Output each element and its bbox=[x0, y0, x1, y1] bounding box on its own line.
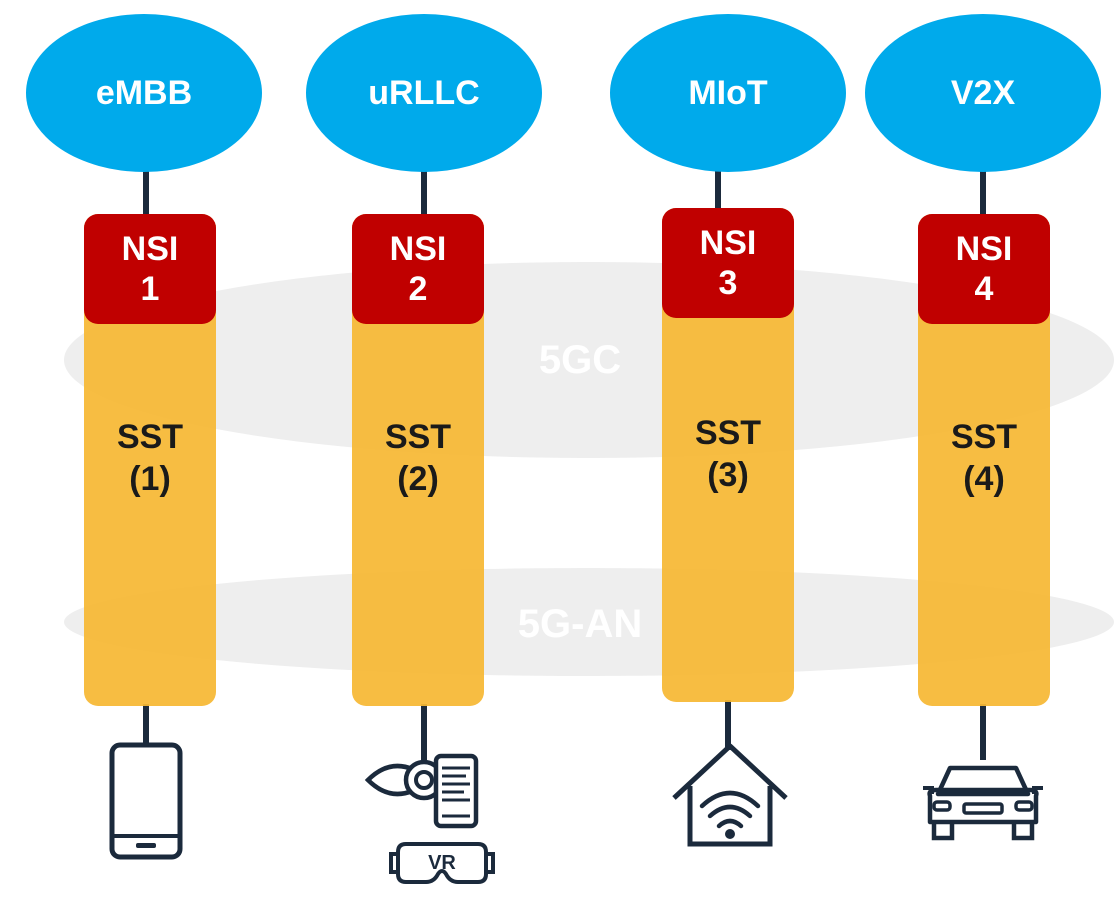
sst-block: SST (2) bbox=[352, 416, 484, 500]
nsi-block: NSI 1 bbox=[84, 214, 216, 324]
vr-headset-icon: VR bbox=[388, 838, 496, 888]
service-oval-urllc: uRLLC bbox=[306, 14, 542, 172]
sst-label: SST bbox=[694, 414, 762, 452]
service-oval-miot: MIoT bbox=[610, 14, 846, 172]
service-label: V2X bbox=[950, 73, 1016, 112]
sst-block: SST (1) bbox=[84, 416, 216, 500]
connector-line bbox=[421, 170, 427, 216]
sst-block: SST (4) bbox=[918, 416, 1050, 500]
nsi-label: NSI bbox=[955, 230, 1013, 268]
connector-line bbox=[980, 704, 986, 760]
connector-line bbox=[421, 704, 427, 762]
nsi-number: 3 bbox=[718, 264, 738, 302]
nsi-block: NSI 3 bbox=[662, 208, 794, 318]
service-label: eMBB bbox=[95, 73, 193, 112]
sst-label: SST bbox=[116, 418, 184, 456]
connector-line bbox=[715, 166, 721, 212]
vr-text: VR bbox=[428, 852, 456, 874]
slice-column-1: NSI 1 SST (1) bbox=[84, 214, 216, 706]
connector-line bbox=[980, 166, 986, 216]
connector-line bbox=[143, 170, 149, 216]
eye-tablet-icon bbox=[362, 752, 482, 832]
sst-value: (4) bbox=[963, 460, 1005, 498]
sst-block: SST (3) bbox=[662, 412, 794, 496]
service-label: uRLLC bbox=[368, 73, 480, 112]
connector-line bbox=[725, 700, 731, 750]
slice-column-2: NSI 2 SST (2) bbox=[352, 214, 484, 706]
service-label: MIoT bbox=[688, 73, 768, 112]
sst-value: (1) bbox=[129, 460, 171, 498]
smartphone-icon bbox=[106, 742, 186, 862]
nsi-number: 1 bbox=[140, 270, 160, 308]
slice-column-3: NSI 3 SST (3) bbox=[662, 208, 794, 702]
car-icon bbox=[920, 760, 1046, 844]
nsi-label: NSI bbox=[699, 224, 757, 262]
sst-value: (3) bbox=[707, 456, 749, 494]
connector-line bbox=[143, 704, 149, 746]
access-network-label: 5G-AN bbox=[517, 602, 643, 646]
smart-home-wifi-icon bbox=[668, 740, 792, 848]
sst-label: SST bbox=[384, 418, 452, 456]
nsi-number: 4 bbox=[974, 270, 994, 308]
nsi-label: NSI bbox=[389, 230, 447, 268]
slice-column-4: NSI 4 SST (4) bbox=[918, 214, 1050, 706]
service-oval-embb: eMBB bbox=[26, 14, 262, 172]
core-network-label: 5GC bbox=[538, 338, 622, 382]
nsi-block: NSI 2 bbox=[352, 214, 484, 324]
sst-label: SST bbox=[950, 418, 1018, 456]
sst-value: (2) bbox=[397, 460, 439, 498]
nsi-block: NSI 4 bbox=[918, 214, 1050, 324]
nsi-label: NSI bbox=[121, 230, 179, 268]
nsi-number: 2 bbox=[408, 270, 428, 308]
service-oval-v2x: V2X bbox=[865, 14, 1101, 172]
